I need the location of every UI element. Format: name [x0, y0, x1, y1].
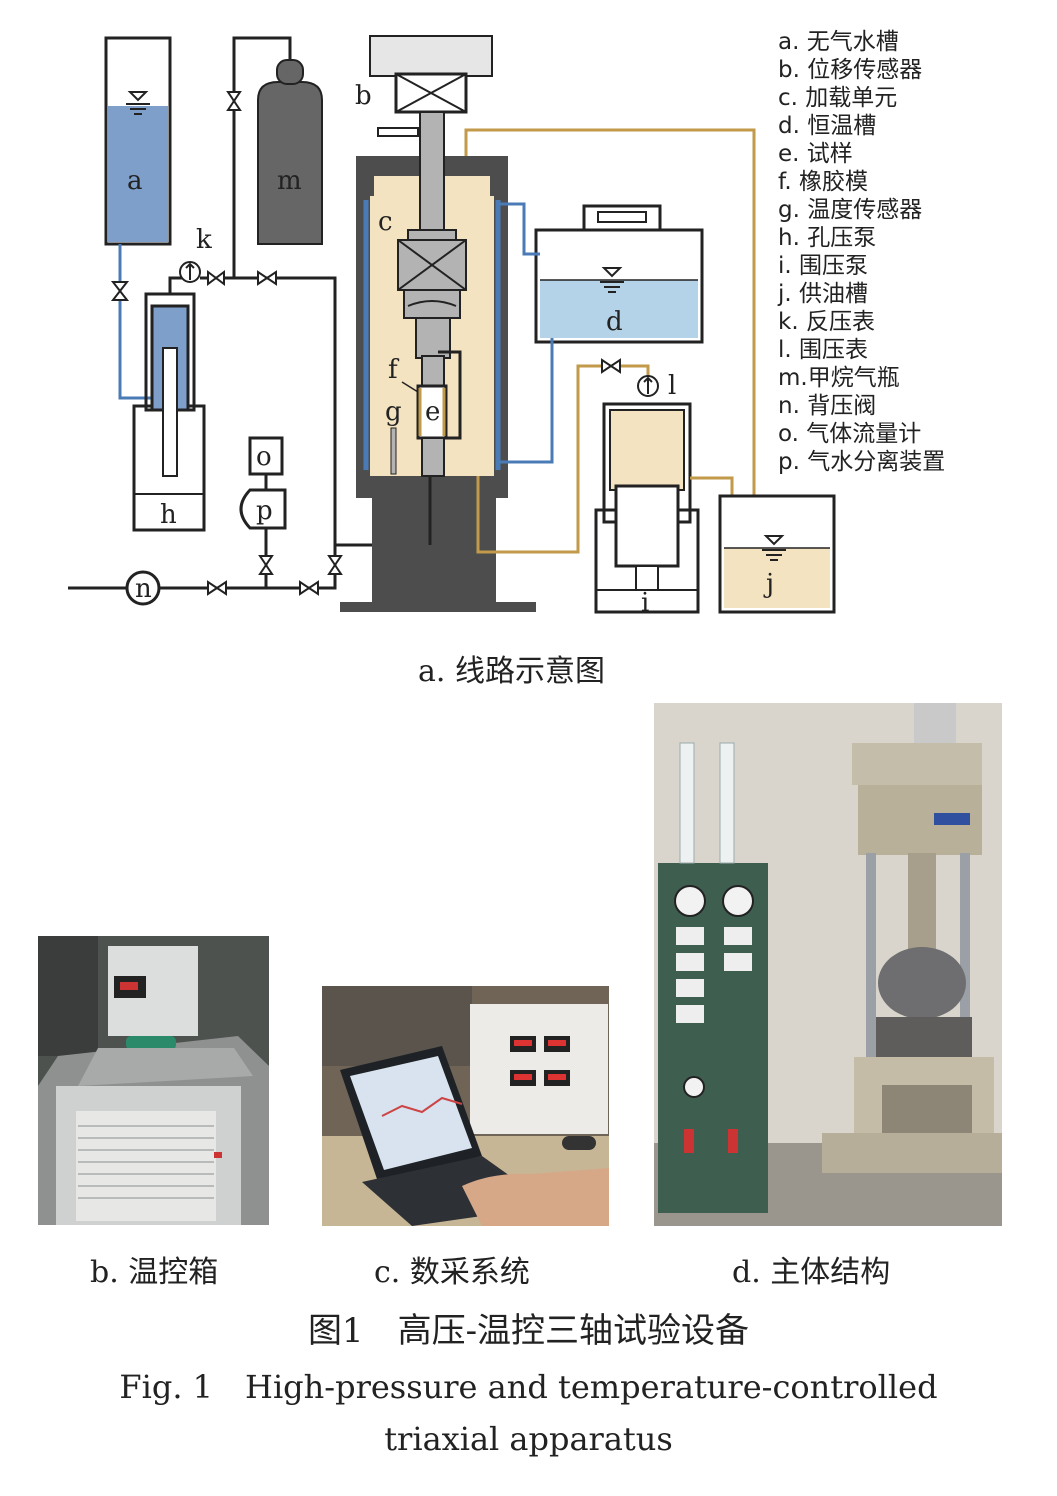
legend-item: e. 试样 — [778, 141, 853, 167]
oil-supply-tank — [718, 494, 836, 614]
confining-pressure-pump — [594, 402, 700, 614]
figure-title-cn: 图1 高压-温控三轴试验设备 — [307, 1311, 750, 1351]
label-m: m — [277, 166, 302, 196]
label-h: h — [160, 500, 177, 530]
label-e: e — [425, 397, 440, 427]
label-k: k — [196, 225, 212, 255]
temperature-box-illustration — [38, 936, 269, 1225]
label-b: b — [355, 81, 372, 111]
photo-main-structure — [654, 703, 1002, 1226]
legend-item: d. 恒温槽 — [778, 113, 877, 139]
gas-flowmeter — [248, 436, 284, 476]
pore-pressure-pump — [132, 292, 206, 532]
confining-pressure-gauge — [637, 375, 659, 397]
label-o: o — [256, 442, 272, 472]
back-pressure-gauge — [179, 261, 201, 283]
valve-k1 — [207, 270, 225, 286]
valve-a — [110, 281, 130, 301]
constant-temperature-bath — [534, 204, 704, 344]
label-p: p — [256, 496, 273, 526]
valve-n2 — [299, 580, 319, 596]
legend-item: n. 背压阀 — [778, 393, 877, 419]
deaired-water-tank — [104, 36, 172, 246]
legend-item: j. 供油槽 — [778, 281, 869, 307]
photo-d-caption: d. 主体结构 — [732, 1255, 891, 1290]
label-l: l — [668, 371, 676, 401]
legend-item: f. 橡胶模 — [778, 169, 869, 195]
schematic-caption: a. 线路示意图 — [418, 654, 605, 689]
triaxial-cell — [340, 35, 536, 612]
photo-c-caption: c. 数采系统 — [374, 1255, 530, 1290]
legend-item: c. 加载单元 — [778, 85, 898, 111]
main-structure-illustration — [654, 703, 1002, 1226]
legend-item: p. 气水分离装置 — [778, 449, 946, 475]
legend-item: h. 孔压泵 — [778, 225, 877, 251]
valve-k2 — [257, 270, 277, 286]
legend-item: l. 围压表 — [778, 337, 869, 363]
legend-item: k. 反压表 — [778, 309, 875, 335]
methane-cylinder — [257, 59, 323, 245]
legend-item: g. 温度传感器 — [778, 197, 923, 223]
label-c: c — [378, 207, 393, 237]
legend-item: m.甲烷气瓶 — [778, 365, 900, 391]
gas-water-separator — [239, 488, 287, 530]
legend-item: i. 围压泵 — [778, 253, 869, 279]
photo-temperature-box — [38, 936, 269, 1225]
apparatus-schematic: a h k m o — [68, 35, 836, 618]
legend-item: b. 位移传感器 — [778, 57, 923, 83]
figure-title-en-line1: Fig. 1 High-pressure and temperature-con… — [119, 1368, 938, 1406]
legend-item: o. 气体流量计 — [778, 421, 922, 447]
photo-data-acquisition — [322, 986, 609, 1226]
label-i: i — [641, 588, 649, 618]
figure-title-en-line2: triaxial apparatus — [384, 1420, 673, 1458]
valve-m — [226, 91, 242, 111]
label-f: f — [388, 355, 400, 385]
valve-n1 — [207, 580, 227, 596]
valve-p — [258, 555, 274, 575]
legend-item: a. 无气水槽 — [778, 29, 899, 55]
label-a: a — [127, 166, 143, 196]
valve-n3 — [327, 555, 343, 575]
label-g: g — [385, 397, 402, 427]
valve-l — [601, 358, 621, 374]
label-n: n — [135, 574, 152, 604]
label-d: d — [606, 307, 623, 337]
photo-b-caption: b. 温控箱 — [90, 1255, 219, 1290]
label-j: j — [763, 569, 774, 599]
data-acquisition-illustration — [322, 986, 609, 1226]
